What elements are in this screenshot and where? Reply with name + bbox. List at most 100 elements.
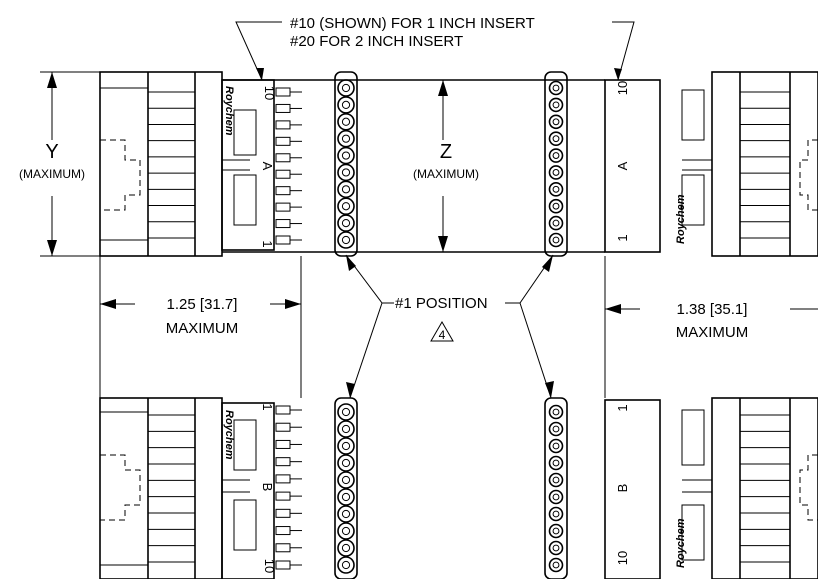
contact-core <box>552 84 560 92</box>
dimension-right-gap: 1.38 [35.1] MAXIMUM <box>604 256 818 398</box>
dimension-right-gap-qualifier: MAXIMUM <box>676 324 749 341</box>
contact-core <box>552 561 560 569</box>
contact-ring <box>337 112 355 131</box>
contact-core <box>552 202 560 210</box>
pin-terminal <box>275 103 291 113</box>
dimension-left-gap: 1.25 [31.7] MAXIMUM <box>99 256 302 398</box>
contact-ring <box>548 506 564 522</box>
contact-ring <box>337 522 355 540</box>
contact-strip-right-top <box>544 71 568 257</box>
dimension-z-qualifier: (MAXIMUM) <box>413 167 479 181</box>
pin-terminal <box>275 120 291 130</box>
contact-core <box>341 134 351 143</box>
contact-core <box>552 544 560 552</box>
contact-strip-right-bottom <box>544 397 568 579</box>
pin-terminal <box>275 235 291 245</box>
dimension-z: Z (MAXIMUM) <box>413 80 479 252</box>
contact-core <box>341 492 351 502</box>
pin-terminal <box>275 491 291 501</box>
right-top-row-letter: A <box>615 161 630 170</box>
contact-core <box>341 202 351 211</box>
dimension-z-symbol: Z <box>440 141 452 163</box>
contact-ring <box>548 523 564 539</box>
contact-ring <box>337 454 355 472</box>
dimension-y-qualifier: (MAXIMUM) <box>19 167 85 181</box>
contact-core <box>552 476 560 484</box>
left-top-brand-logo: Roychem <box>223 86 235 136</box>
contact-ring <box>548 198 564 214</box>
contact-core <box>341 151 351 160</box>
contact-ring <box>337 197 355 216</box>
contact-ring <box>548 438 564 454</box>
left-bottom-connector: 1 B 10 Roychem <box>99 397 302 579</box>
right-bottom-pin-first: 1 <box>615 404 630 411</box>
left-bottom-pin-first: 1 <box>260 403 275 410</box>
contact-ring <box>548 404 564 420</box>
left-top-pin-first: 1 <box>260 240 275 247</box>
contact-core <box>552 169 560 176</box>
contact-strip-left-bottom <box>334 397 358 579</box>
contact-ring <box>548 97 564 113</box>
contact-ring <box>337 420 355 438</box>
contact-core <box>341 100 351 109</box>
pin-terminal <box>275 508 291 518</box>
position-label: #1 POSITION <box>395 295 488 312</box>
contact-core <box>552 185 560 193</box>
contact-ring <box>548 114 564 130</box>
pin-terminal <box>275 526 291 536</box>
position-callout: #1 POSITION 4 <box>345 254 554 399</box>
contact-ring <box>337 488 355 506</box>
contact-core <box>552 152 560 159</box>
contact-core <box>341 235 351 245</box>
pin-terminal <box>275 219 291 229</box>
contact-core <box>341 219 351 228</box>
contact-ring <box>337 163 355 182</box>
contact-core <box>552 101 560 109</box>
contact-core <box>552 236 560 244</box>
pin-terminal <box>275 87 291 97</box>
dimension-left-gap-value: 1.25 [31.7] <box>167 296 238 313</box>
position-note-number: 4 <box>439 328 446 342</box>
pin-terminal <box>275 169 291 179</box>
insert-note-line2: #20 FOR 2 INCH INSERT <box>290 33 463 50</box>
contact-ring <box>337 556 355 574</box>
contact-strip-left-top <box>334 71 358 257</box>
contact-ring <box>548 455 564 471</box>
left-bottom-brand-logo: Roychem <box>223 410 235 460</box>
contact-ring <box>548 165 564 180</box>
contact-core <box>341 407 351 417</box>
contact-core <box>552 135 560 143</box>
contact-core <box>341 185 351 194</box>
contact-ring <box>548 540 564 556</box>
contact-core <box>341 441 351 451</box>
contact-core <box>341 509 351 519</box>
pin-terminal <box>275 457 291 467</box>
insert-size-note: #10 (SHOWN) FOR 1 INCH INSERT #20 FOR 2 … <box>235 15 635 81</box>
right-top-brand-logo: Roychem <box>675 194 687 244</box>
contact-core <box>552 493 560 501</box>
contact-core <box>552 442 560 450</box>
contact-ring <box>337 231 355 249</box>
contact-ring <box>548 489 564 505</box>
left-top-connector: 10 A 1 Roychem <box>99 71 302 257</box>
right-bottom-brand-logo: Roychem <box>675 518 687 568</box>
contact-ring <box>337 437 355 455</box>
contact-ring <box>548 182 564 197</box>
left-bottom-row-letter: B <box>260 483 275 492</box>
contact-core <box>341 526 351 536</box>
contact-core <box>552 459 560 467</box>
pin-terminal <box>275 136 291 146</box>
pin-terminal <box>275 543 291 553</box>
contact-core <box>552 510 560 518</box>
right-top-connector: 10 A 1 Roychem <box>604 71 818 257</box>
right-bottom-connector: 1 B 10 Roychem <box>604 397 818 579</box>
contact-core <box>341 475 351 485</box>
contact-ring <box>337 180 355 199</box>
contact-ring <box>337 471 355 489</box>
contact-ring <box>548 557 564 573</box>
contact-core <box>341 117 351 126</box>
contact-core <box>341 424 351 434</box>
contact-ring <box>337 129 355 148</box>
contact-core <box>552 408 560 416</box>
contact-ring <box>337 96 355 114</box>
